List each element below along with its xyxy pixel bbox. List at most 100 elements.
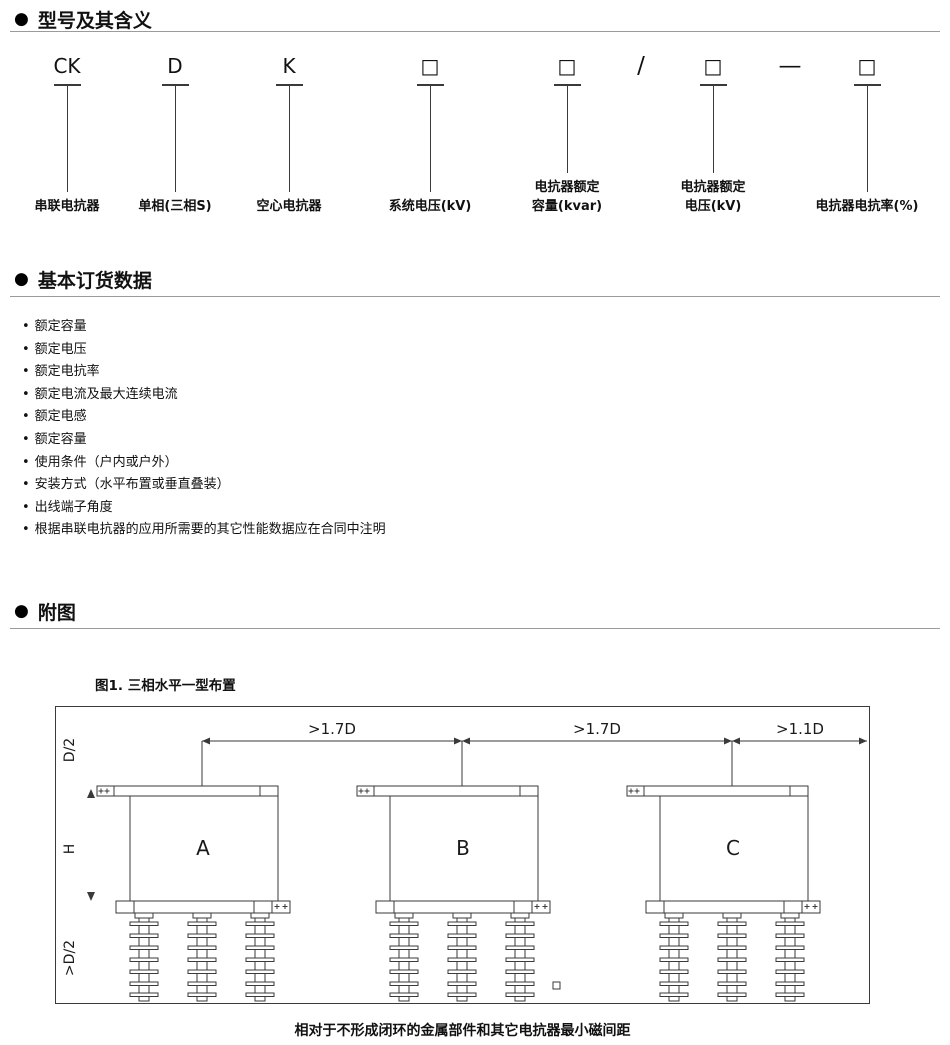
list-bullet-icon: • bbox=[22, 386, 30, 402]
model-column-dash: — bbox=[725, 48, 855, 216]
list-item-text: 根据串联电抗器的应用所需要的其它性能数据应在合同中注明 bbox=[34, 522, 386, 538]
model-column-slash: / bbox=[576, 48, 706, 216]
model-label: 单相(三相S) bbox=[138, 199, 212, 214]
model-column-phase: D 单相(三相S) bbox=[110, 48, 240, 216]
figure-drawing: >1.7D >1.7D >1.1D D/2 H >D/2 A B C bbox=[55, 706, 870, 1004]
reactor-letter: A bbox=[196, 836, 210, 860]
ordering-data-list: •额定容量 •额定电压 •额定电抗率 •额定电流及最大连续电流 •额定电感 •额… bbox=[22, 316, 386, 542]
zone-arrow-up bbox=[87, 789, 95, 798]
reactor-c: C bbox=[627, 786, 820, 1001]
symbol-stem bbox=[566, 86, 568, 173]
model-designation-diagram: CK 串联电抗器 D 单相(三相S) K 空心电抗器 □ 系统电压(kV) bbox=[0, 48, 950, 216]
list-item-text: 额定电流及最大连续电流 bbox=[34, 386, 178, 402]
list-item-text: 安装方式（水平布置或垂直叠装） bbox=[34, 477, 230, 493]
reactor-letter: B bbox=[456, 836, 470, 860]
list-item-text: 额定电抗率 bbox=[34, 364, 100, 380]
model-label: 电抗器额定 bbox=[534, 180, 600, 195]
list-bullet-icon: • bbox=[22, 364, 30, 380]
list-bullet-icon: • bbox=[22, 477, 30, 493]
list-item-text: 额定电感 bbox=[34, 409, 87, 425]
reactor-letter: C bbox=[726, 836, 740, 860]
symbol-tick bbox=[853, 84, 881, 86]
model-symbol: □ bbox=[857, 54, 877, 78]
list-bullet-icon: • bbox=[22, 522, 30, 538]
detail-square bbox=[552, 981, 561, 990]
section-ordering-header: ● 基本订货数据 bbox=[14, 266, 152, 293]
list-item: •安装方式（水平布置或垂直叠装） bbox=[22, 474, 386, 497]
model-label: 系统电压(kV) bbox=[388, 199, 472, 214]
list-item-text: 使用条件（户内或户外） bbox=[34, 454, 178, 470]
list-item: •额定电流及最大连续电流 bbox=[22, 384, 386, 407]
model-column-rated-capacity: □ 电抗器额定 容量(kvar) bbox=[502, 48, 632, 216]
model-column-series: CK 串联电抗器 bbox=[2, 48, 132, 216]
list-item: •根据串联电抗器的应用所需要的其它性能数据应在合同中注明 bbox=[22, 519, 386, 542]
symbol-stem bbox=[429, 86, 431, 192]
list-item-text: 出线端子角度 bbox=[34, 499, 113, 515]
list-bullet-icon: • bbox=[22, 454, 30, 470]
model-label: 电抗器额定 bbox=[680, 180, 746, 195]
list-item: • 额定容量 bbox=[22, 316, 386, 339]
model-column-rated-voltage: □ 电抗器额定 电压(kV) bbox=[648, 48, 778, 216]
symbol-stem bbox=[866, 86, 868, 192]
model-label: 串联电抗器 bbox=[34, 199, 100, 214]
section-bullet-icon: ● bbox=[14, 9, 29, 29]
section-model-title: 型号及其含义 bbox=[37, 10, 152, 32]
model-symbol: □ bbox=[703, 54, 723, 78]
symbol-tick bbox=[699, 84, 727, 86]
list-bullet-icon: • bbox=[22, 319, 30, 334]
model-label: 电抗器电抗率(%) bbox=[815, 199, 919, 214]
section-figure-title: 附图 bbox=[37, 602, 76, 624]
list-item: •使用条件（户内或户外） bbox=[22, 452, 386, 475]
list-item: •出线端子角度 bbox=[22, 497, 386, 520]
reactor-a: A bbox=[97, 786, 290, 1001]
dim-label-ab: >1.7D bbox=[308, 720, 356, 738]
model-symbol: K bbox=[282, 54, 296, 78]
list-item: •额定电感 bbox=[22, 406, 386, 429]
symbol-tick bbox=[275, 84, 303, 86]
section-bullet-icon: ● bbox=[14, 269, 29, 289]
list-item-text: 额定电压 bbox=[34, 341, 87, 357]
model-label-line2: 电压(kV) bbox=[684, 199, 742, 214]
list-item: •额定电抗率 bbox=[22, 361, 386, 384]
list-bullet-icon: • bbox=[22, 431, 30, 447]
list-item: •额定容量 bbox=[22, 429, 386, 452]
model-symbol: □ bbox=[420, 54, 440, 78]
zone-label-h: H bbox=[62, 844, 78, 855]
model-symbol: □ bbox=[557, 54, 577, 78]
list-bullet-icon: • bbox=[22, 409, 30, 425]
list-item-text: 额定容量 bbox=[34, 319, 87, 334]
slash-separator: / bbox=[637, 53, 645, 79]
zone-label-d2: D/2 bbox=[62, 738, 78, 762]
symbol-stem bbox=[66, 86, 68, 192]
section-divider bbox=[10, 31, 940, 32]
symbol-stem bbox=[288, 86, 290, 192]
section-ordering-title: 基本订货数据 bbox=[37, 270, 152, 292]
symbol-tick bbox=[53, 84, 81, 86]
figure-title: 图1. 三相水平一型布置 bbox=[95, 678, 236, 694]
dash-separator: — bbox=[778, 53, 802, 79]
drawing-frame bbox=[55, 706, 870, 1004]
reactor-b: B bbox=[357, 786, 550, 1001]
model-symbol: CK bbox=[53, 54, 81, 78]
section-figure-header: ● 附图 bbox=[14, 598, 76, 625]
symbol-tick bbox=[416, 84, 444, 86]
dim-label-bc: >1.7D bbox=[573, 720, 621, 738]
model-symbol: D bbox=[167, 54, 183, 78]
symbol-tick bbox=[161, 84, 189, 86]
model-label: 空心电抗器 bbox=[256, 199, 322, 214]
reactor-layout-drawing: >1.7D >1.7D >1.1D D/2 H >D/2 A B C bbox=[55, 706, 870, 1004]
model-column-reactance-rate: □ 电抗器电抗率(%) bbox=[802, 48, 932, 216]
model-label-line2: 容量(kvar) bbox=[531, 199, 603, 214]
list-bullet-icon: • bbox=[22, 499, 30, 515]
section-divider bbox=[10, 628, 940, 629]
zone-arrow-down bbox=[87, 892, 95, 901]
model-column-system-voltage: □ 系统电压(kV) bbox=[365, 48, 495, 216]
symbol-stem bbox=[174, 86, 176, 192]
list-item-text: 额定容量 bbox=[34, 431, 87, 447]
list-bullet-icon: • bbox=[22, 341, 30, 357]
zone-label-gtd2: >D/2 bbox=[62, 940, 78, 976]
symbol-tick bbox=[553, 84, 581, 86]
dim-label-c-edge: >1.1D bbox=[776, 720, 824, 738]
list-item: •额定电压 bbox=[22, 339, 386, 362]
